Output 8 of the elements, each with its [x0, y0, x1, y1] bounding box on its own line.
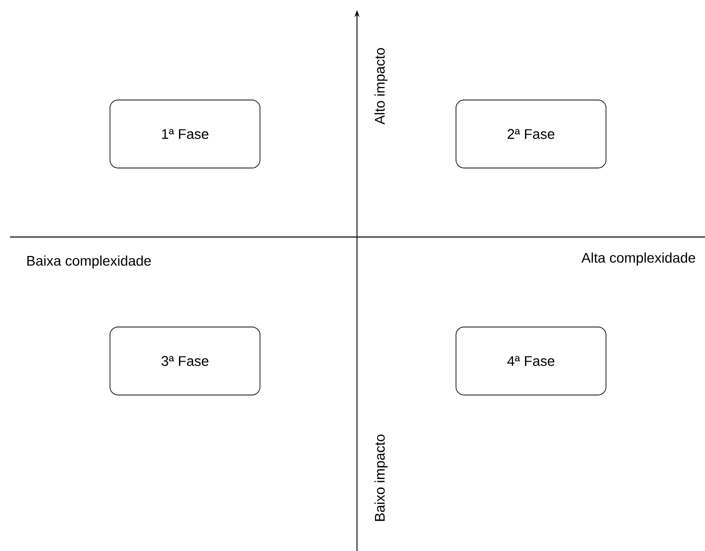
phase-box: 1ª Fase — [110, 100, 260, 168]
axis-label: Baixa complexidade — [27, 255, 151, 269]
phase-box: 2ª Fase — [456, 100, 606, 168]
axis-label: Alta complexidade — [581, 252, 696, 266]
axis-label: Baixo impacto — [374, 434, 388, 521]
phase-box: 3ª Fase — [110, 326, 260, 396]
axis-label: Alto impacto — [374, 48, 388, 124]
phase-box: 4ª Fase — [456, 326, 606, 396]
